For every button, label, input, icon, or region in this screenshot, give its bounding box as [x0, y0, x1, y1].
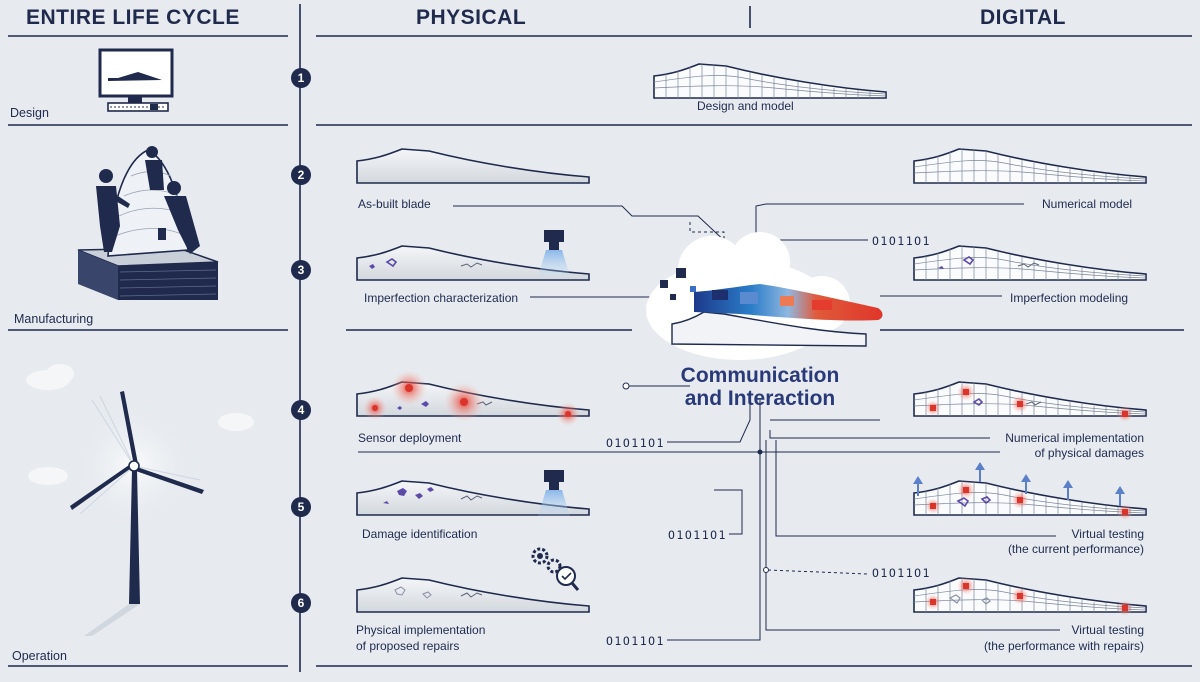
manufacturing-illustration: [77, 146, 219, 300]
repaired-blade: [356, 577, 590, 613]
imperfection-mesh-blade: [913, 245, 1147, 281]
imperfection-modeling-label: Imperfection modeling: [1010, 291, 1129, 305]
binary-code-damage: O1O11O1: [666, 528, 729, 542]
damaged-blade: [356, 480, 590, 516]
scanner-icon: [538, 470, 570, 516]
virtual-current-mesh-blade: [913, 480, 1147, 516]
header-digital: DIGITAL: [980, 6, 1066, 29]
repairs-label-line2: of proposed repairs: [356, 639, 460, 653]
cloud-hub: [646, 232, 883, 360]
header-physical: PHYSICAL: [416, 6, 527, 29]
wind-turbine-illustration: [26, 364, 254, 636]
damage-identification-label: Damage identification: [362, 527, 478, 541]
virtual-repairs-mesh-blade: [913, 577, 1147, 613]
imperfection-blade: [356, 245, 590, 281]
virtual-testing-current-label-line2: (the current performance): [1007, 542, 1144, 556]
step-2-badge: 2: [291, 165, 311, 185]
sensor-deployment-label: Sensor deployment: [358, 431, 462, 445]
numerical-model-label: Numerical model: [1042, 197, 1133, 211]
numerical-implementation-label-line1: Numerical implementation: [1005, 431, 1144, 445]
damage-mesh-blade: [913, 381, 1147, 417]
step-1-badge: 1: [291, 68, 311, 88]
header-life-cycle: ENTIRE LIFE CYCLE: [26, 6, 240, 29]
design-and-model-label: Design and model: [697, 99, 794, 113]
step-6-badge: 6: [291, 593, 311, 613]
load-arrows: [913, 462, 1125, 506]
binary-code-imperfection: O1O11O1: [870, 234, 933, 248]
gears-magnifier-icon: [531, 547, 580, 591]
design-mesh-blade: [653, 63, 887, 99]
center-title-line2: and Interaction: [684, 387, 836, 410]
binary-code-repairs: O1O11O1: [604, 634, 667, 648]
binary-code-virtual: O1O11O1: [870, 566, 933, 580]
stage-operation-label: Operation: [12, 649, 67, 663]
step-5-badge: 5: [291, 497, 311, 517]
as-built-blade-label: As-built blade: [358, 197, 431, 211]
scanner-icon: [538, 230, 570, 276]
virtual-testing-repairs-label-line1: Virtual testing: [1071, 623, 1145, 637]
numerical-mesh-blade: [913, 148, 1147, 184]
virtual-testing-repairs-label-line2: (the performance with repairs): [983, 639, 1144, 653]
step-3-badge: 3: [291, 260, 311, 280]
communication-interaction-title: Communication and Interaction: [640, 364, 880, 410]
as-built-blade: [356, 148, 590, 184]
stage-manufacturing-label: Manufacturing: [14, 312, 94, 326]
stage-design-label: Design: [10, 106, 49, 120]
step-4-badge: 4: [291, 400, 311, 420]
imperfection-characterization-label: Imperfection characterization: [364, 291, 519, 305]
center-title-line1: Communication: [680, 364, 840, 387]
repairs-label-line1: Physical implementation: [356, 623, 486, 637]
computer-icon: [98, 48, 174, 112]
virtual-testing-current-label-line1: Virtual testing: [1071, 527, 1145, 541]
numerical-implementation-label-line2: of physical damages: [1034, 446, 1144, 460]
binary-code-sensor: O1O11O1: [604, 436, 667, 450]
